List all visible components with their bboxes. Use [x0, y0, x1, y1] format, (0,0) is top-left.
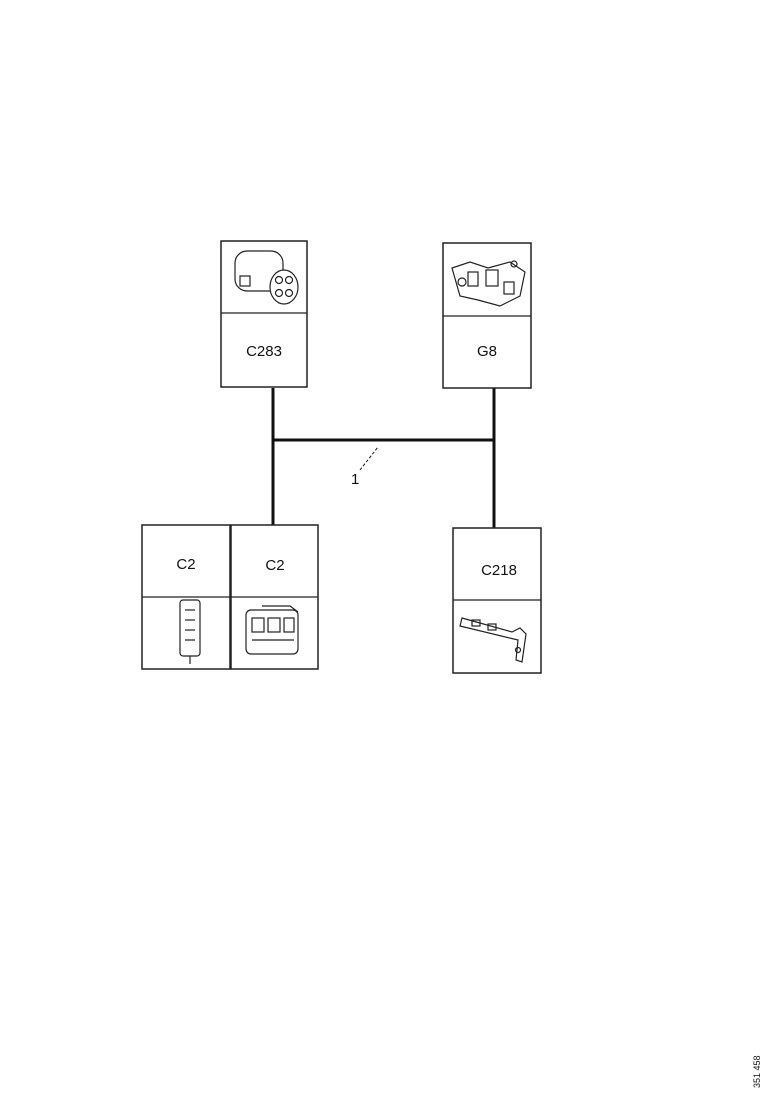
bracket-terminal-icon [459, 617, 527, 663]
component-label-c2-left: C2 [176, 556, 195, 573]
pin-header-connector-icon [179, 599, 201, 664]
component-label-c2-right: C2 [265, 557, 284, 574]
component-c2-left: C2 [141, 524, 231, 670]
component-c283: C283 [220, 240, 308, 388]
component-c218: C218 [452, 527, 542, 674]
ground-terminal-icon [451, 260, 526, 307]
component-label-c218: C218 [481, 562, 517, 579]
wire-callout: 1 [351, 446, 379, 488]
component-c2-right: C2 [230, 524, 319, 670]
wiring-harness [271, 388, 496, 528]
multi-pin-connector-icon [245, 605, 299, 655]
component-label-c283: C283 [246, 343, 282, 360]
wire-number-label: 1 [351, 471, 359, 488]
figure-reference-number: 351 458 [752, 1055, 762, 1088]
round-connector-icon [234, 250, 299, 305]
callout-leader-line [359, 446, 379, 471]
component-g8: G8 [442, 242, 532, 389]
component-label-g8: G8 [477, 343, 497, 360]
